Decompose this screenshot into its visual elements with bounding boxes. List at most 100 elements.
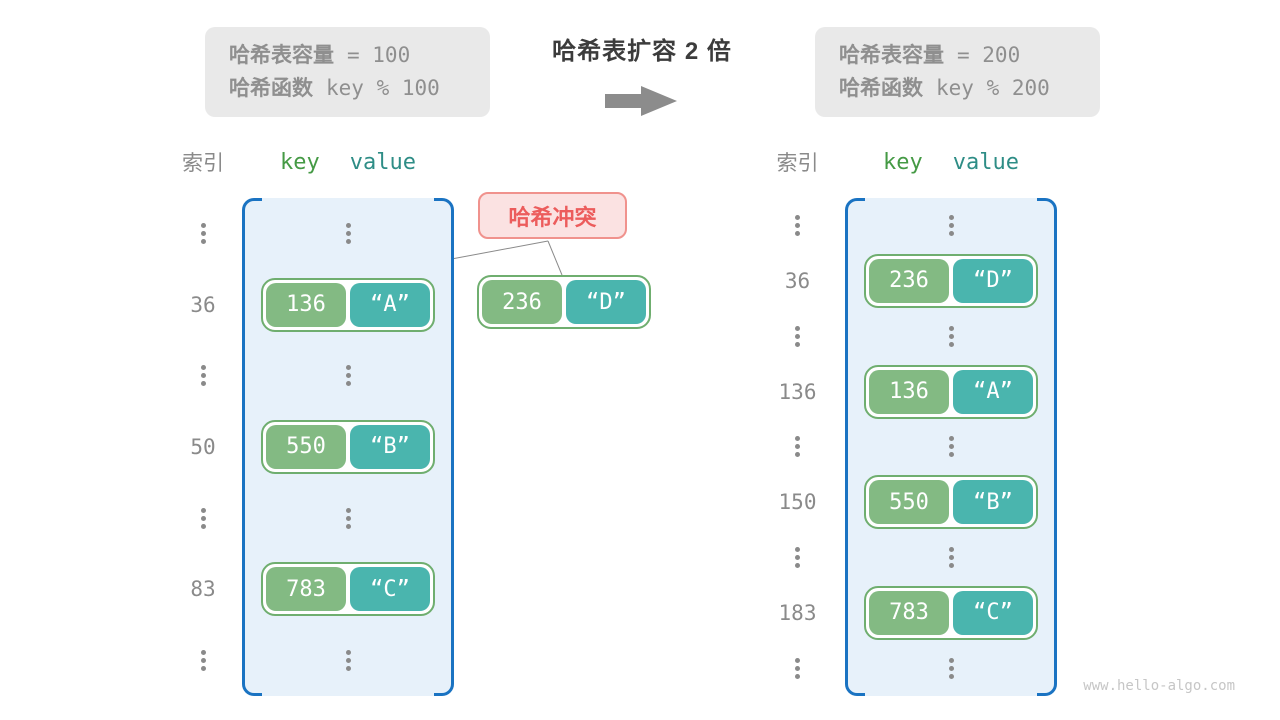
index-label: 183 — [778, 600, 817, 625]
table-row — [164, 198, 454, 269]
table-row — [750, 309, 1057, 364]
table-row: 136 136 “A” — [750, 364, 1057, 419]
expand-arrow-icon — [605, 85, 679, 117]
key-value-pair: 136 “A” — [864, 364, 1038, 419]
value-header: value — [952, 149, 1019, 175]
key-value-pair: 783 “C” — [864, 585, 1038, 640]
left-table-header: 索引 key value — [164, 148, 454, 176]
key-value-header: key value — [845, 150, 1057, 175]
key-value-pair: 236 “D” — [477, 275, 651, 329]
key-value-pair: 236 “D” — [864, 253, 1038, 308]
slot-ellipsis — [242, 223, 454, 245]
key-box: 783 — [869, 590, 949, 635]
slot-cell: 236 “D” — [845, 253, 1057, 308]
table-row — [750, 198, 1057, 253]
index-ellipsis — [750, 547, 845, 569]
table-row — [164, 340, 454, 411]
slot-cell: 550 “B” — [845, 475, 1057, 530]
table-row: 50 550 “B” — [164, 411, 454, 482]
table-row: 36 136 “A” — [164, 269, 454, 340]
index-header: 索引 — [182, 152, 224, 175]
slot-ellipsis — [845, 547, 1057, 569]
hash-function-label: 哈希函数 — [839, 76, 923, 100]
index-label: 36 — [190, 292, 216, 317]
slot-cell: 783 “C” — [845, 585, 1057, 640]
index-ellipsis — [164, 507, 242, 529]
hash-function-label: 哈希函数 — [229, 76, 313, 100]
ellipsis-dots-icon — [345, 365, 351, 387]
expand-title: 哈希表扩容 2 倍 — [552, 38, 732, 65]
capacity-line: 哈希表容量 = 100 — [229, 42, 490, 69]
table-row — [750, 641, 1057, 696]
slot-ellipsis — [242, 365, 454, 387]
ellipsis-dots-icon — [200, 649, 206, 671]
table-row — [164, 625, 454, 696]
key-value-pair: 550 “B” — [864, 475, 1038, 530]
slot-cell: 136 “A” — [845, 364, 1057, 419]
ellipsis-dots-icon — [345, 223, 351, 245]
slot-cell: 136 “A” — [242, 277, 454, 332]
ellipsis-dots-icon — [200, 365, 206, 387]
index-label: 136 — [778, 379, 817, 404]
index-label: 150 — [778, 490, 817, 515]
value-box: “B” — [350, 424, 430, 469]
bucket-right-bracket — [434, 198, 454, 696]
key-value-pair: 783 “C” — [261, 562, 435, 617]
slot-ellipsis — [845, 657, 1057, 679]
bucket-left-bracket — [845, 198, 865, 696]
value-box: “D” — [953, 258, 1033, 303]
key-box: 783 — [266, 567, 346, 612]
ellipsis-dots-icon — [795, 436, 800, 458]
key-header: key — [883, 149, 923, 175]
hash-function-value: key % 200 — [936, 75, 1050, 100]
value-box: “A” — [350, 282, 430, 327]
config-box-after: 哈希表容量 = 200 哈希函数 key % 200 — [815, 27, 1100, 117]
index-ellipsis — [164, 365, 242, 387]
value-box: “B” — [953, 480, 1033, 525]
slot-ellipsis — [242, 507, 454, 529]
index-label: 50 — [190, 434, 216, 459]
hash-function-value: key % 100 — [326, 75, 440, 100]
slot-cell: 783 “C” — [242, 562, 454, 617]
value-header: value — [349, 149, 416, 175]
hash-table-after-rows: 36 236 “D” 136 136 “A” 150 550 “B” — [750, 198, 1057, 696]
value-box: “C” — [350, 567, 430, 612]
index-ellipsis — [750, 215, 845, 237]
ellipsis-dots-icon — [200, 507, 206, 529]
table-row: 83 783 “C” — [164, 554, 454, 625]
value-box: “C” — [953, 590, 1033, 635]
value-box: “A” — [953, 369, 1033, 414]
ellipsis-dots-icon — [948, 657, 954, 679]
index-ellipsis — [164, 223, 242, 245]
key-box: 136 — [266, 282, 346, 327]
ellipsis-dots-icon — [948, 325, 954, 347]
index-header: 索引 — [776, 152, 819, 175]
slot-ellipsis — [845, 325, 1057, 347]
ellipsis-dots-icon — [795, 215, 800, 237]
index-ellipsis — [750, 325, 845, 347]
right-table-header: 索引 key value — [750, 148, 1057, 176]
ellipsis-dots-icon — [345, 649, 351, 671]
capacity-label: 哈希表容量 — [229, 44, 334, 68]
config-box-before: 哈希表容量 = 100 哈希函数 key % 100 — [205, 27, 490, 117]
slot-ellipsis — [242, 649, 454, 671]
capacity-label: 哈希表容量 — [839, 44, 944, 68]
value-box: “D” — [566, 280, 646, 324]
key-box: 550 — [266, 424, 346, 469]
ellipsis-dots-icon — [948, 436, 954, 458]
collision-pair: 236 “D” — [477, 275, 651, 329]
key-header: key — [280, 149, 320, 175]
watermark: www.hello-algo.com — [1083, 678, 1235, 694]
key-box: 136 — [869, 369, 949, 414]
slot-ellipsis — [845, 436, 1057, 458]
table-row — [750, 530, 1057, 585]
slot-ellipsis — [845, 215, 1057, 237]
index-label: 83 — [190, 577, 216, 602]
hash-table-before-rows: 36 136 “A” 50 550 “B” 83 783 “C” — [164, 198, 454, 696]
ellipsis-dots-icon — [345, 507, 351, 529]
collision-label: 哈希冲突 — [478, 192, 627, 239]
key-box: 236 — [482, 280, 562, 324]
bucket-right-bracket — [1037, 198, 1057, 696]
table-row — [750, 419, 1057, 474]
ellipsis-dots-icon — [795, 325, 800, 347]
